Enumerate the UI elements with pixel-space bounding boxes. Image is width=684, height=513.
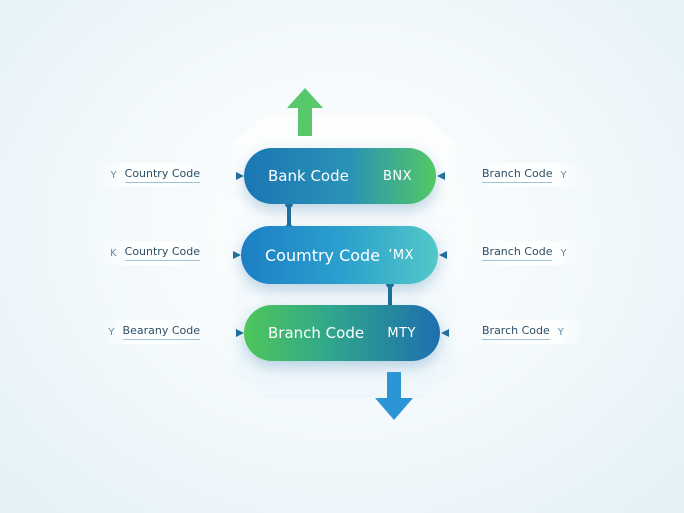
tag-mark: Y	[560, 169, 567, 181]
tag-pointer-left	[236, 329, 244, 337]
connector-knob	[386, 280, 394, 288]
left-tag: Y Country Code	[98, 163, 206, 187]
pill-code: BNX	[382, 168, 412, 184]
connector-country-branch	[388, 282, 392, 308]
tag-mark: Y	[110, 169, 117, 181]
arrow-down-icon	[375, 372, 413, 420]
tag-pointer-right	[439, 251, 447, 259]
left-tag: Y Bearany Code	[98, 320, 206, 344]
tag-pointer-left	[236, 172, 244, 180]
pill-code: ’MX	[388, 247, 414, 263]
pill-code: MTY	[387, 325, 416, 341]
tag-pointer-left	[233, 251, 241, 259]
tag-label: Country Code	[124, 167, 200, 183]
branch-code-pill[interactable]: Branch Code MTY	[244, 305, 440, 361]
tag-mark: K	[110, 247, 117, 259]
right-tag: Branch Code Y	[474, 241, 584, 265]
connector-knob	[285, 200, 293, 208]
tag-label: Branch Code	[482, 245, 553, 261]
tag-label: Brarch Code	[482, 324, 550, 340]
pill-label: Branch Code	[268, 324, 365, 342]
tag-label: Country Code	[124, 245, 200, 261]
tag-pointer-right	[441, 329, 449, 337]
pill-label: Coumtry Code	[265, 245, 381, 265]
tag-mark: Y	[560, 247, 567, 259]
tag-label: Branch Code	[482, 167, 553, 183]
tag-label: Bearany Code	[122, 324, 200, 340]
right-tag: Branch Code Y	[474, 163, 584, 187]
left-tag: K Country Code	[98, 241, 206, 265]
pill-label: Bank Code	[268, 167, 349, 185]
connector-bank-country	[287, 202, 291, 228]
tag-mark: Y	[557, 326, 564, 338]
tag-mark: Y	[108, 326, 115, 338]
bank-code-pill[interactable]: Bank Code BNX	[244, 148, 436, 204]
arrow-up-icon	[287, 88, 323, 136]
tag-pointer-right	[437, 172, 445, 180]
right-tag: Brarch Code Y	[474, 320, 584, 344]
country-code-pill[interactable]: Coumtry Code ’MX	[241, 226, 438, 284]
